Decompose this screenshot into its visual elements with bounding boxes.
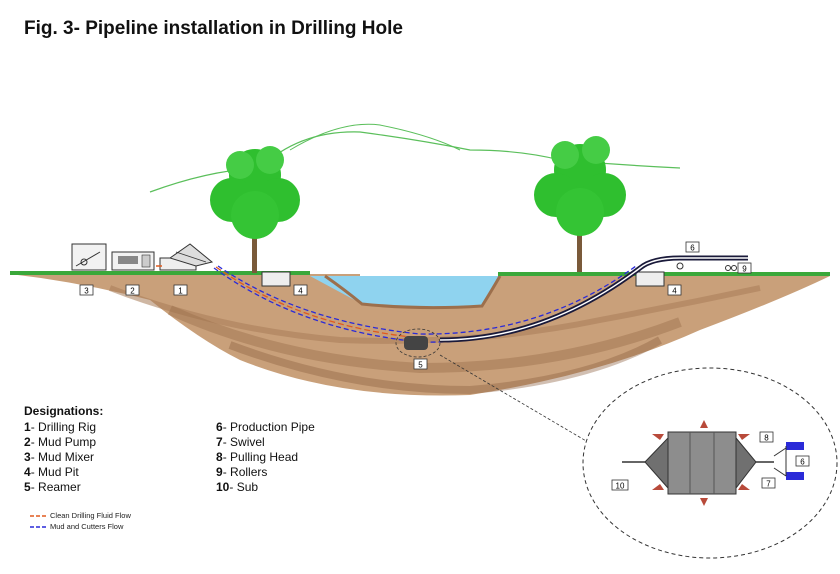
designations-col-left: 1- Drilling Rig 2- Mud Pump 3- Mud Mixer… (24, 420, 96, 495)
callout-mixer: 3 (79, 284, 94, 296)
bore-mud-inner (217, 265, 637, 335)
callout-pipe-label: 6 (690, 244, 695, 253)
tree-right-icon (534, 136, 626, 272)
legend-item-clean-flow: Clean Drilling Fluid Flow (30, 510, 131, 521)
callout-mixer-label: 3 (84, 287, 89, 296)
mud-pit-left (261, 271, 291, 287)
callout-pump: 2 (125, 284, 140, 296)
callout-rig-label: 1 (178, 287, 183, 296)
callout-pit-left-label: 4 (298, 287, 303, 296)
figure-title: Fig. 3- Pipeline installation in Drillin… (24, 18, 403, 39)
roller-icon (725, 265, 731, 271)
callout-detail-sub-label: 10 (616, 482, 625, 491)
callout-detail-swivel-label: 7 (766, 480, 771, 489)
designations-title: Designations: (24, 404, 104, 418)
callout-reamer-label: 5 (418, 361, 423, 370)
river-bed (324, 274, 502, 310)
designation-item: 4- Mud Pit (24, 465, 79, 479)
designation-item: 1- Drilling Rig (24, 420, 97, 434)
callout-detail-pullhead-label: 8 (764, 434, 769, 443)
soil-layer-3 (228, 336, 662, 395)
bore-clean-flow (215, 266, 421, 339)
callout-detail-sub: 10 (611, 479, 629, 491)
callout-rig: 1 (173, 284, 188, 296)
mud-pump-icon (111, 251, 155, 271)
callout-detail-pipe: 6 (795, 455, 810, 467)
callout-pump-label: 2 (130, 287, 135, 296)
callout-pit-right: 4 (667, 284, 682, 296)
grass-left (10, 271, 310, 275)
designation-item: 8- Pulling Head (216, 450, 299, 464)
drilling-rig-icon (159, 243, 214, 271)
designation-item: 3- Mud Mixer (24, 450, 95, 464)
mud-mixer-icon (71, 243, 107, 271)
callout-pipe: 6 (685, 241, 700, 253)
callout-pit-right-label: 4 (672, 287, 677, 296)
mud-flow-swatch-icon (30, 525, 48, 528)
roller-icon (731, 265, 737, 271)
roller-icon (676, 262, 684, 270)
callout-detail-pullhead: 8 (759, 431, 774, 443)
mud-pit-right (635, 271, 665, 287)
zoom-leader (439, 354, 611, 456)
designation-item: 10- Sub (216, 480, 259, 494)
callout-roller-label: 9 (742, 265, 747, 274)
designations-panel: Designations: 1- Drilling Rig 2- Mud Pum… (24, 404, 364, 494)
production-pipe-highlight (439, 257, 748, 341)
reamer-zoom-ring (395, 328, 441, 358)
flow-legend: Clean Drilling Fluid Flow Mud and Cutter… (30, 510, 131, 532)
designation-item: 9- Rollers (216, 465, 268, 479)
hills-outline-2 (289, 123, 461, 151)
clean-flow-swatch-icon (30, 514, 48, 517)
legend-item-mud-flow: Mud and Cutters Flow (30, 521, 131, 532)
soil-body (10, 274, 830, 396)
designation-item: 6- Production Pipe (216, 420, 315, 434)
designation-item: 2- Mud Pump (24, 435, 97, 449)
callout-roller: 9 (737, 262, 752, 274)
designation-item: 7- Swivel (216, 435, 265, 449)
reamer-detail (622, 420, 804, 506)
callout-detail-pipe-label: 6 (800, 458, 805, 467)
tree-left-icon (210, 146, 300, 273)
designations-col-right: 6- Production Pipe 7- Swivel 8- Pulling … (216, 420, 315, 495)
callout-reamer: 5 (413, 358, 428, 370)
callout-detail-swivel: 7 (761, 477, 776, 489)
reamer-icon (404, 336, 428, 350)
designation-item: 5- Reamer (24, 480, 81, 494)
callout-pit-left: 4 (293, 284, 308, 296)
